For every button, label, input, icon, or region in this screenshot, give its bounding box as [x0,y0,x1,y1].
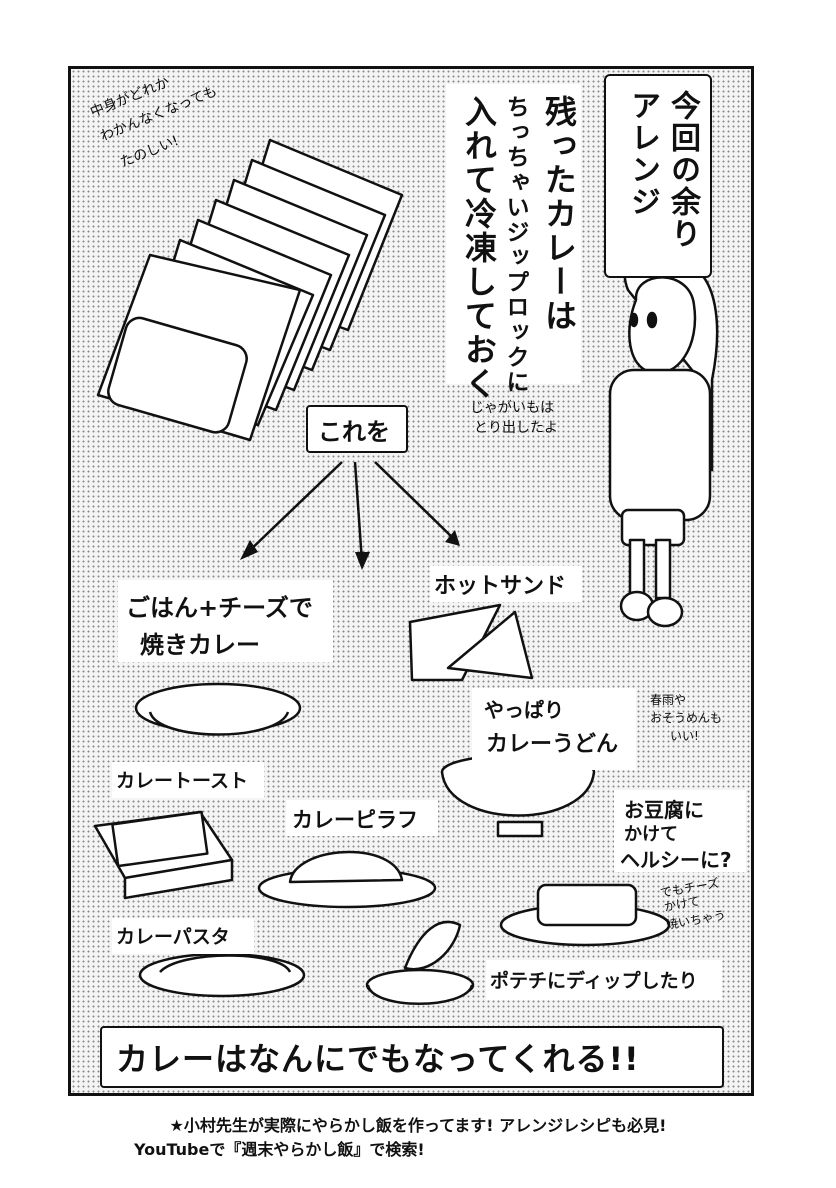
potechi-label: ポテチにディップしたり [490,970,698,992]
udon-label-line1: やっぱり [484,698,564,722]
speech-bubble-line1: 今回の余り [665,90,700,250]
potato-note-line2: とり出したよ [474,420,558,436]
potechi-label-box [486,960,722,1000]
center-label-box [306,405,408,453]
baked-curry-label-line1: ごはん+チーズで [126,594,313,622]
udon-note-line2: おそうめんも [650,711,723,725]
hotsand-label: ホットサンド [434,574,567,599]
narration-line1: 残ったカレーは [540,95,578,333]
baked-curry-label-line2: 焼きカレー [140,631,260,659]
center-label: これを [318,418,390,446]
curry-pilaf-illustration [257,850,437,909]
zip-bag-stack-illustration [96,138,404,442]
curry-toast-illustration [93,810,234,900]
pasta-label-box [112,918,254,954]
baked-curry-illustration [134,682,302,736]
tofu-label-line2: かけて [624,824,678,845]
udon-note-line1: 春雨や [650,693,687,707]
footer-line1: ★小村先生が実際にやらかし飯を作ってます! アレンジレシピも必見! [169,1116,667,1135]
udon-label-line2: カレーうどん [486,732,619,757]
narration-line3: 入れて冷凍しておく [460,95,498,401]
narration-line2: ちっちゃいジップロックに [502,95,528,395]
arrows-illustration [244,461,456,563]
pilaf-label: カレーピラフ [292,808,418,832]
narration-box [446,84,581,384]
footer-line2: YouTubeで『週末やらかし飯』で検索! [134,1140,425,1159]
tofu-label-line1: お豆腐に [624,798,704,822]
potechi-dip-illustration [365,920,475,1005]
udon-note-line3: いい! [670,729,699,743]
tofu-label-line3: ヘルシーに? [620,848,732,872]
baked-curry-label-box [118,580,333,662]
conclusion-text: カレーはなんにでもなってくれる!! [116,1040,640,1078]
udon-label-box [472,688,636,770]
girl-character-illustration [608,251,719,628]
potato-note-line1: じゃがいもは [470,400,554,416]
hotsand-illustration [408,603,534,682]
toast-label: カレートースト [116,770,249,792]
speech-bubble-line2: アレンジ [625,90,660,218]
tofu-label-box [614,790,746,872]
curry-pasta-illustration [138,952,306,998]
pilaf-label-box [286,800,438,836]
toast-label-box [112,762,264,798]
tofu-illustration [499,883,671,947]
hotsand-label-box [430,566,582,602]
conclusion-box [100,1026,724,1088]
speech-bubble [604,74,712,278]
pasta-label: カレーパスタ [116,926,230,948]
